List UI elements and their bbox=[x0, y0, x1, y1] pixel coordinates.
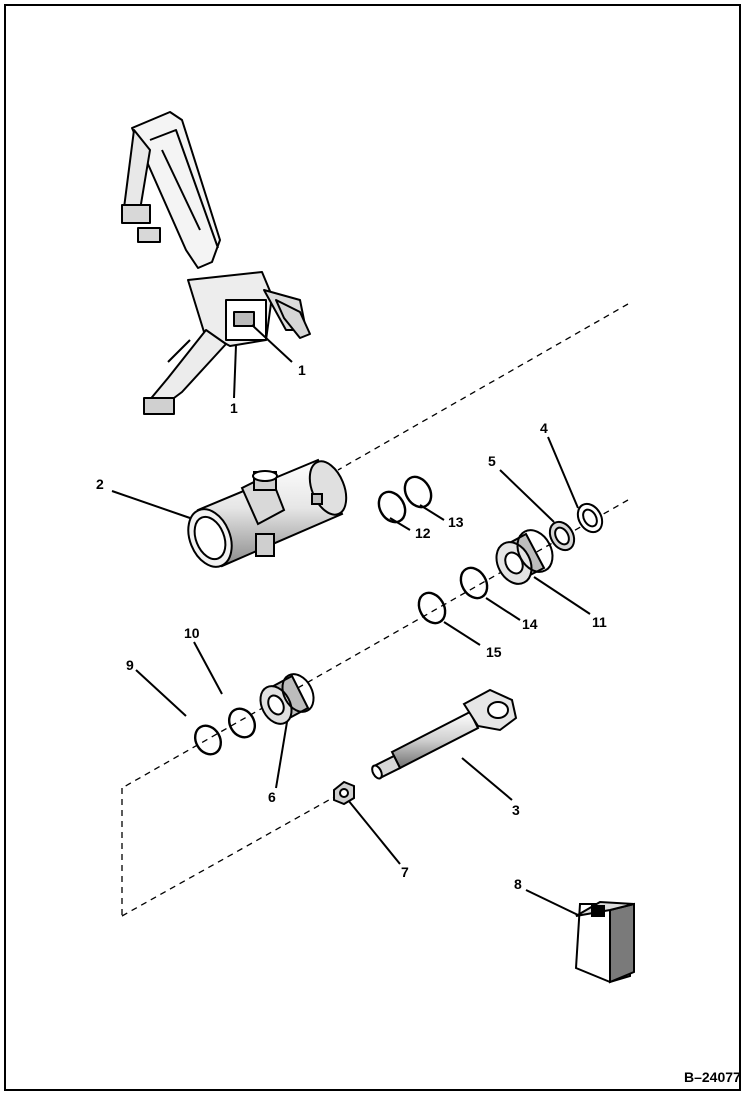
piston-rings-9-10 bbox=[193, 707, 257, 756]
callout-6: 6 bbox=[268, 789, 276, 805]
piston-part bbox=[259, 673, 315, 725]
callout-11: 11 bbox=[592, 614, 607, 630]
backhoe-assembly-illustration bbox=[121, 111, 311, 415]
page-border bbox=[4, 4, 741, 1091]
figure-number: B–24077 bbox=[684, 1069, 741, 1085]
callout-5: 5 bbox=[488, 453, 496, 469]
callout-3: 3 bbox=[512, 802, 520, 818]
seal-kit-box-part bbox=[574, 900, 635, 984]
callout-13: 13 bbox=[448, 514, 464, 530]
snap-rings-12-13 bbox=[377, 475, 433, 524]
callout-2: 2 bbox=[96, 476, 104, 492]
gland-part bbox=[495, 529, 554, 585]
callout-14: 14 bbox=[522, 616, 538, 632]
callout-7: 7 bbox=[401, 864, 409, 880]
cylinder-rod-part bbox=[371, 688, 518, 780]
seal-rings-4-5 bbox=[548, 502, 604, 552]
o-rings-14-15 bbox=[417, 566, 489, 625]
assembly-centerlines bbox=[121, 303, 629, 917]
cylinder-barrel-part bbox=[187, 458, 348, 568]
callout-10: 10 bbox=[184, 625, 200, 641]
callout-9: 9 bbox=[126, 657, 134, 673]
callout-1a: 1 bbox=[298, 362, 306, 378]
callout-8: 8 bbox=[514, 876, 522, 892]
callout-1b: 1 bbox=[230, 400, 238, 416]
leader-lines bbox=[111, 324, 591, 916]
callout-labels: 1 1 2 3 4 5 6 7 8 9 10 11 12 13 14 15 bbox=[96, 362, 607, 892]
callout-15: 15 bbox=[486, 644, 502, 660]
callout-12: 12 bbox=[415, 525, 431, 541]
callout-4: 4 bbox=[540, 420, 548, 436]
lock-nut-part bbox=[333, 780, 355, 806]
